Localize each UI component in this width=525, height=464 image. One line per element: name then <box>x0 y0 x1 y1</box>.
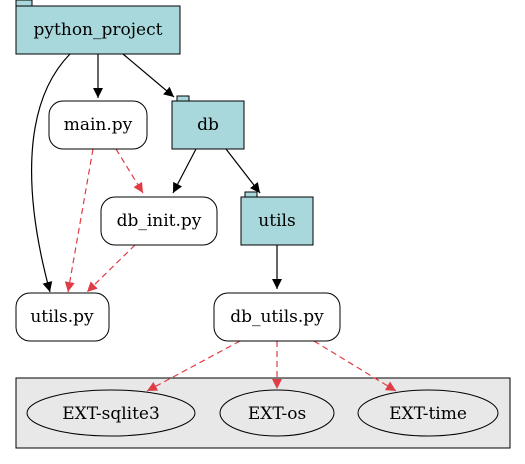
containment-edges <box>31 53 282 293</box>
node-label: python_project <box>34 20 163 40</box>
node-db-init-py: db_init.py <box>100 196 218 246</box>
node-label: utils <box>258 211 295 231</box>
node-db-utils-py: db_utils.py <box>213 292 341 342</box>
edge-main-py-to-db-init-py <box>115 148 144 194</box>
node-label: main.py <box>64 115 133 135</box>
node-python-project: python_project <box>15 0 181 55</box>
edge-python-project-to-utils-py <box>31 53 71 293</box>
edge-db-init-py-to-utils-py <box>86 244 136 293</box>
node-ext-os: EXT-os <box>219 389 335 437</box>
node-label: db <box>197 115 219 135</box>
node-main-py: main.py <box>48 100 148 150</box>
edge-main-py-to-utils-py <box>64 148 94 293</box>
edge-db-to-utils-folder <box>225 148 261 194</box>
node-label: EXT-sqlite3 <box>62 404 160 424</box>
node-ext-time: EXT-time <box>357 389 499 437</box>
node-label: EXT-time <box>389 404 467 424</box>
folder-tab-icon <box>176 95 190 101</box>
import-edges <box>64 148 397 392</box>
node-label: utils.py <box>30 307 94 327</box>
folder-tab-icon <box>15 0 33 6</box>
node-label: EXT-os <box>248 404 306 424</box>
folder-tab-icon <box>244 191 258 197</box>
edge-python-project-to-db <box>122 53 175 98</box>
edge-db-to-db-init-py <box>172 148 197 194</box>
edge-db-utils-py-to-ext-time <box>313 340 397 392</box>
node-label: db_utils.py <box>230 307 324 327</box>
node-ext-sqlite3: EXT-sqlite3 <box>26 389 196 437</box>
node-label: db_init.py <box>117 211 202 231</box>
edge-db-utils-py-to-ext-sqlite3 <box>146 340 241 392</box>
node-utils-py: utils.py <box>15 292 110 342</box>
node-db: db <box>171 95 245 150</box>
node-utils-folder: utils <box>240 191 314 246</box>
